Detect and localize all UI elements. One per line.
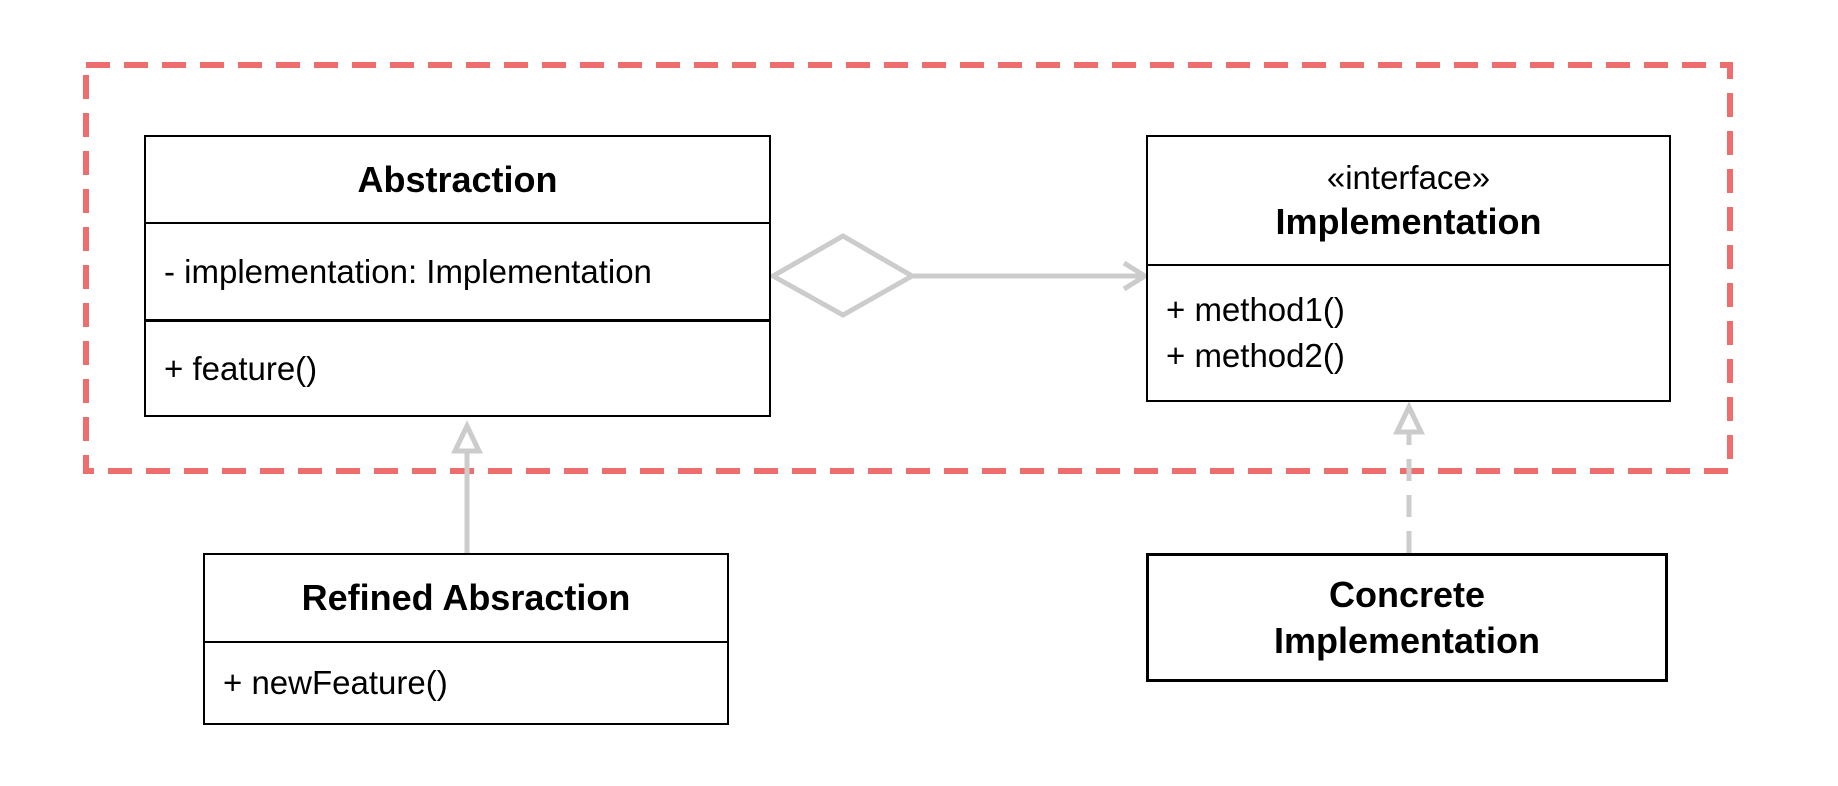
- concrete-implementation-title-line-1: Concrete: [1328, 573, 1486, 615]
- concrete-implementation-name: Concrete Implementation: [1149, 556, 1665, 679]
- refined-abstraction-method-1: + newFeature(): [223, 664, 448, 701]
- aggregation-diamond: [767, 233, 918, 318]
- aggregation-arrowhead: [1122, 260, 1150, 292]
- refined-abstraction-title: Refined Absraction: [301, 577, 631, 618]
- aggregation-connector: [767, 233, 1150, 318]
- inheritance-arrowhead: [451, 420, 483, 454]
- realization-arrowhead: [1393, 401, 1425, 435]
- abstraction-title: Abstraction: [357, 158, 558, 200]
- inheritance-connector: [451, 420, 483, 553]
- refined-abstraction-name: Refined Absraction: [205, 555, 727, 641]
- implementation-interface[interactable]: «interface» Implementation + method1() +…: [1146, 135, 1671, 402]
- implementation-method-1: + method1(): [1166, 291, 1345, 328]
- abstraction-method-1: + feature(): [164, 349, 318, 387]
- abstraction-methods: + feature(): [146, 319, 769, 415]
- concrete-implementation-class[interactable]: Concrete Implementation: [1146, 553, 1668, 682]
- realization-connector: [1393, 401, 1425, 553]
- abstraction-fields: - implementation: Implementation: [146, 222, 769, 319]
- pattern-boundary: [83, 62, 1733, 474]
- abstraction-class[interactable]: Abstraction - implementation: Implementa…: [144, 135, 771, 417]
- implementation-method-2: + method2(): [1166, 337, 1345, 374]
- concrete-implementation-title-line-2: Implementation: [1273, 619, 1541, 661]
- abstraction-name: Abstraction: [146, 137, 769, 222]
- refined-abstraction-methods: + newFeature(): [205, 641, 727, 723]
- implementation-title: Implementation: [1275, 200, 1542, 242]
- implementation-name: «interface» Implementation: [1148, 137, 1669, 264]
- refined-abstraction-class[interactable]: Refined Absraction + newFeature(): [203, 553, 729, 725]
- interface-stereotype: «interface»: [1326, 158, 1491, 196]
- abstraction-field-1: - implementation: Implementation: [164, 252, 652, 290]
- implementation-methods: + method1() + method2(): [1148, 264, 1669, 400]
